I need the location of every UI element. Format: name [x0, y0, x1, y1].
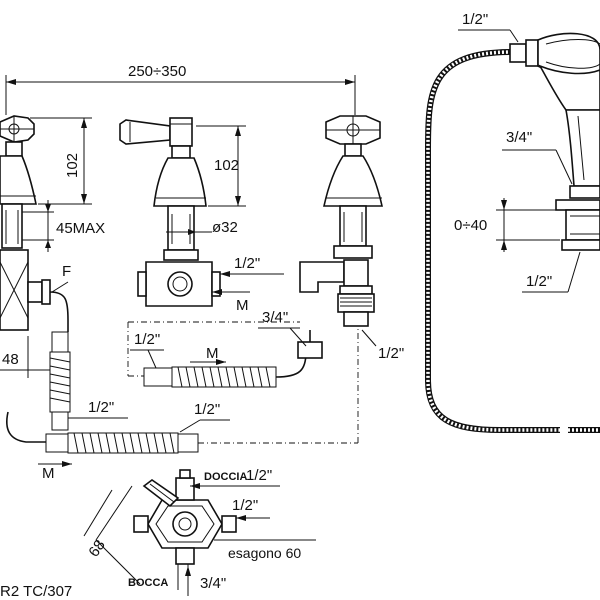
left-tap	[0, 115, 51, 331]
model-code: R2 TC/307	[0, 583, 72, 600]
width-dimension: 250÷350	[5, 63, 356, 115]
doccia-label: DOCCIA	[204, 471, 247, 483]
height-adjust-label: 0÷40	[454, 217, 487, 234]
bocca-thread: 3/4"	[200, 575, 226, 592]
hose-mid-right-thread: 3/4"	[262, 309, 288, 326]
lower-hose	[6, 320, 359, 454]
height-adjust-dimension: 0÷40	[454, 198, 560, 252]
middle-hose	[143, 330, 323, 388]
diameter-dimension: ø32	[166, 219, 238, 236]
thickness-dimension: 45MAX	[22, 200, 105, 252]
m-lower-marker: M	[38, 461, 72, 482]
center-outlet-thread: 1/2"	[234, 255, 260, 272]
left-hose	[49, 291, 71, 431]
right-outlet-thread: 1/2"	[378, 345, 404, 362]
height-dimension-left: 102	[30, 117, 92, 205]
right-tap	[299, 115, 383, 327]
width-range-label: 250÷350	[128, 63, 186, 80]
hand-shower	[425, 32, 600, 433]
offset-label: 48	[2, 351, 19, 368]
height-left-label: 102	[64, 153, 81, 178]
shower-bottom-thread: 1/2"	[526, 273, 552, 290]
m-hose-label: M	[206, 345, 219, 362]
doccia-thread: 1/2"	[246, 467, 272, 484]
hose-lower-thread: 1/2"	[194, 401, 220, 418]
m-lower-label: M	[42, 465, 55, 482]
left-lower-thread: 1/2"	[88, 399, 114, 416]
diverter-inlet-thread: 1/2"	[232, 497, 258, 514]
f-marker: F	[51, 263, 71, 293]
max-thickness-label: 45MAX	[56, 220, 105, 237]
hexagon-label: esagono 60	[228, 545, 301, 561]
f-label: F	[62, 263, 71, 280]
diverter-size-label: 68	[85, 537, 108, 560]
diverter	[133, 469, 237, 565]
bocca-label: BOCCA	[128, 577, 168, 589]
height-center-label: 102	[214, 157, 239, 174]
diameter-label: ø32	[212, 219, 238, 236]
diverter-dimension: 68	[83, 485, 141, 585]
shower-top-thread: 1/2"	[462, 11, 488, 28]
center-tap	[119, 117, 221, 307]
shower-body-thread: 3/4"	[506, 129, 532, 146]
height-dimension-center: 102	[196, 125, 246, 207]
m-center-label: M	[236, 297, 249, 314]
m-center-marker: M	[212, 289, 250, 314]
hose-upper-left-thread: 1/2"	[134, 331, 160, 348]
